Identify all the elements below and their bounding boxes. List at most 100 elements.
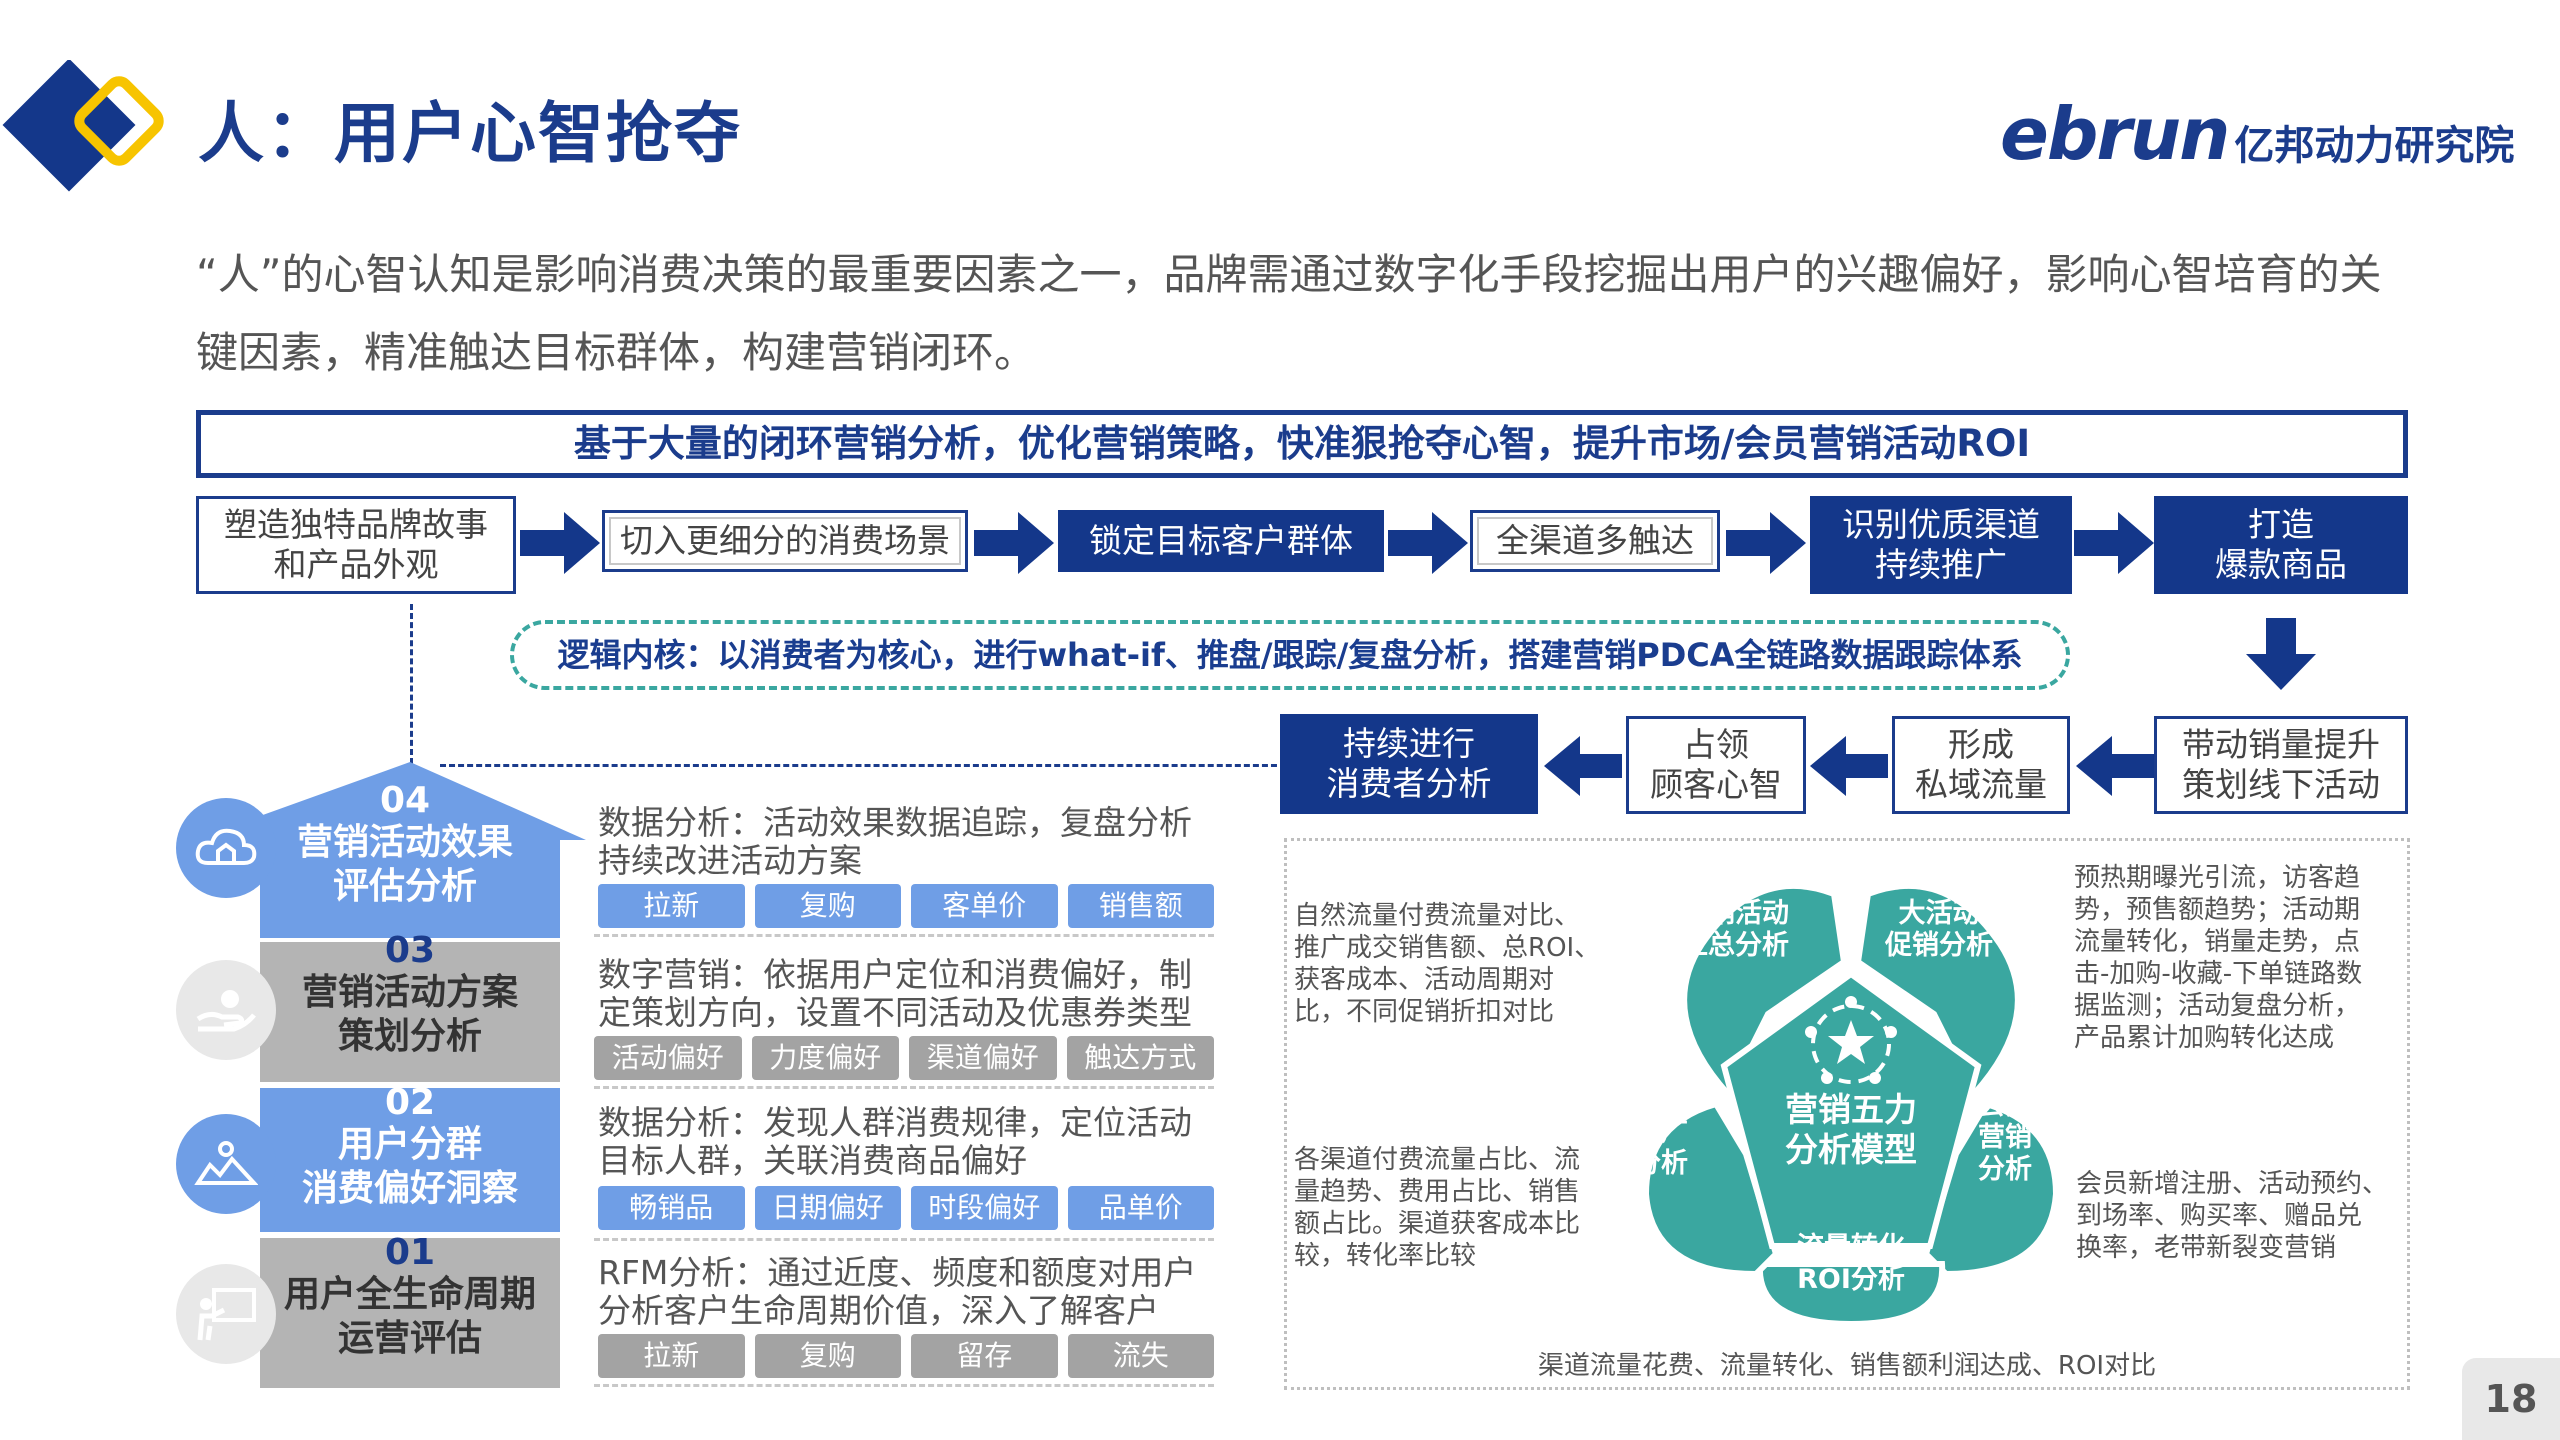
- tag: 力度偏好: [751, 1036, 899, 1080]
- tier-04-desc1: 数据分析：活动效果数据追踪，复盘分析: [598, 803, 1192, 842]
- flow-back-step-1-line2: 策划线下活动: [2182, 765, 2380, 804]
- petal-traffic-roi: 流量转化 ROI分析: [1766, 1232, 1936, 1296]
- flow-step-6: 打造 爆款商品: [2154, 496, 2408, 594]
- flow-step-1-line2: 和产品外观: [273, 545, 439, 584]
- flow-step-3-line1: 锁定目标客户群体: [1089, 521, 1353, 560]
- flow-step-2-line1: 切入更细分的消费场景: [620, 521, 950, 560]
- page-title: 人：用户心智抢夺: [198, 95, 742, 172]
- note-line: 获客成本、活动周期对: [1294, 965, 1555, 995]
- hand-coin-icon: [196, 990, 256, 1032]
- tier-03-tags: 活动偏好 力度偏好 渠道偏好 触达方式: [594, 1036, 1214, 1080]
- tag: 拉新: [598, 884, 745, 928]
- tag: 品单价: [1067, 1186, 1214, 1230]
- flow-back-step-3-line1: 占领: [1683, 725, 1749, 764]
- tag: 畅销品: [598, 1186, 745, 1230]
- tier-03-name1: 营销活动方案: [301, 972, 518, 1013]
- arrow-right-icon: [1388, 512, 1468, 574]
- flow-step-3: 锁定目标客户群体: [1058, 510, 1384, 572]
- arrow-right-icon: [520, 512, 600, 574]
- note-line: 量趋势、费用占比、销售: [1294, 1177, 1581, 1207]
- tier-01-label: 01 用户全生命周期 运营评估: [260, 1232, 560, 1361]
- tag: 活动偏好: [594, 1036, 742, 1080]
- petal-line: 分析: [1978, 1154, 2032, 1185]
- flow-back-step-4-line1: 持续进行: [1343, 724, 1475, 763]
- tier-03-desc: 数字营销：依据用户定位和消费偏好，制 定策划方向，设置不同活动及优惠券类型: [598, 956, 1238, 1032]
- arrow-left-icon: [1544, 736, 1622, 796]
- note-line: 各渠道付费流量占比、流: [1294, 1145, 1581, 1175]
- note-line: 较，转化率比较: [1294, 1241, 1477, 1271]
- tier-02-name1: 用户分群: [337, 1124, 482, 1165]
- tag: 日期偏好: [754, 1186, 901, 1230]
- map-pin-icon: [194, 1141, 258, 1185]
- tier-04-desc: 数据分析：活动效果数据追踪，复盘分析 持续改进活动方案: [598, 804, 1238, 880]
- petal-line: 渠道: [1634, 1084, 1688, 1115]
- tier-02-label: 02 用户分群 消费偏好洞察: [260, 1082, 560, 1211]
- tier-02-desc2: 目标人群，关联消费商品偏好: [598, 1141, 1027, 1180]
- center-line2: 分析模型: [1785, 1130, 1917, 1169]
- tag: 渠道偏好: [909, 1036, 1057, 1080]
- flow-step-4-line1: 全渠道多触达: [1496, 521, 1694, 560]
- petal-line: 营销活动: [1681, 898, 1789, 929]
- tier-04-num: 04: [379, 780, 431, 821]
- flow-step-5-line2: 持续推广: [1875, 545, 2007, 584]
- petal-line: 流量转化: [1797, 1232, 1905, 1263]
- tier-02-num: 02: [384, 1082, 436, 1123]
- logo-cn: 亿邦动力研究院: [2234, 123, 2515, 169]
- tag: 复购: [754, 1334, 901, 1378]
- arrow-left-icon: [2076, 736, 2154, 796]
- petal-line: ROI分析: [1797, 1264, 1905, 1295]
- flow-back-step-1: 带动销量提升 策划线下活动: [2154, 716, 2408, 814]
- note-top-right: 预热期曝光引流，访客趋 势，预售额趋势；活动期 流量转化，销量走势，点 击-加购…: [2074, 862, 2404, 1054]
- tier-02-name2: 消费偏好洞察: [301, 1168, 518, 1209]
- tag: 留存: [911, 1334, 1058, 1378]
- arrow-right-icon: [2074, 512, 2154, 574]
- petal-line: 会员: [1978, 1090, 2032, 1121]
- petal-line: 促销分析: [1885, 930, 1993, 961]
- logo-en: ebrun: [2000, 92, 2230, 176]
- flow-step-6-line1: 打造: [2248, 505, 2314, 544]
- note-line: 势，预售额趋势；活动期: [2074, 895, 2361, 925]
- tier-01-num: 01: [384, 1232, 436, 1273]
- flow-back-step-4-line2: 消费者分析: [1326, 764, 1492, 803]
- note-line: 额占比。渠道获客成本比: [1294, 1209, 1581, 1239]
- tier-03-num: 03: [384, 930, 436, 971]
- flow-step-1-line1: 塑造独特品牌故事: [224, 505, 488, 544]
- tier-03-name2: 策划分析: [337, 1016, 482, 1057]
- tier-03-bg: [260, 942, 560, 1082]
- intro-paragraph: “人”的心智认知是影响消费决策的最重要因素之一，品牌需通过数字化手段挖掘出用户的…: [196, 250, 2382, 377]
- petal-line: 营销: [1978, 1122, 2032, 1153]
- tier-01-desc: RFM分析：通过近度、频度和额度对用户 分析客户生命周期价值，深入了解客户: [598, 1254, 1238, 1330]
- petal-big-promotion: 大活动 促销分析: [1864, 898, 2014, 962]
- petal-line: 推广: [1634, 1116, 1688, 1147]
- petal-channel-promotion: 渠道 推广 分析: [1616, 1084, 1706, 1180]
- note-line: 自然流量付费流量对比、: [1294, 901, 1581, 931]
- flow-back-step-3-line2: 顾客心智: [1650, 765, 1782, 804]
- tag: 时段偏好: [911, 1186, 1058, 1230]
- tier-04-label: 04 营销活动效果 评估分析: [260, 780, 550, 909]
- flow-step-5-line1: 识别优质渠道: [1842, 505, 2040, 544]
- tier-01-icon-circle: [176, 1264, 276, 1364]
- note-line: 预热期曝光引流，访客趋: [2074, 863, 2361, 893]
- flow-back-step-2-line2: 私域流量: [1915, 765, 2047, 804]
- star-network-icon: [1805, 996, 1897, 1084]
- note-bottom-left: 各渠道付费流量占比、流 量趋势、费用占比、销售 额占比。渠道获客成本比 较，转化…: [1294, 1144, 1624, 1272]
- flow-step-1: 塑造独特品牌故事 和产品外观: [196, 496, 516, 594]
- tag: 复购: [754, 884, 901, 928]
- tier-01-name1: 用户全生命周期: [283, 1274, 536, 1315]
- divider: [594, 1238, 1214, 1241]
- tier-04-desc2: 持续改进活动方案: [598, 841, 862, 880]
- tier-04-name2: 评估分析: [332, 866, 477, 907]
- tag: 流失: [1067, 1334, 1214, 1378]
- petal-line: 大活动: [1898, 898, 1980, 929]
- tier-01-desc1: RFM分析：通过近度、频度和额度对用户: [598, 1253, 1197, 1292]
- note-line: 推广成交销售额、总ROI、: [1294, 933, 1601, 963]
- tier-01-tags: 拉新 复购 留存 流失: [598, 1334, 1214, 1378]
- note-bottom-right: 会员新增注册、活动预约、 到场率、购买率、赠品兑 换率，老带新裂变营销: [2076, 1168, 2406, 1264]
- note-line: 换率，老带新裂变营销: [2076, 1233, 2337, 1263]
- goal-banner: 基于大量的闭环营销分析，优化营销策略，快准狠抢夺心智，提升市场/会员营销活动RO…: [196, 410, 2408, 478]
- flow-step-6-line2: 爆款商品: [2215, 545, 2347, 584]
- tier-01-bg: [260, 1238, 560, 1388]
- dashed-connector: [410, 604, 413, 764]
- flow-step-5: 识别优质渠道 持续推广: [1810, 496, 2072, 594]
